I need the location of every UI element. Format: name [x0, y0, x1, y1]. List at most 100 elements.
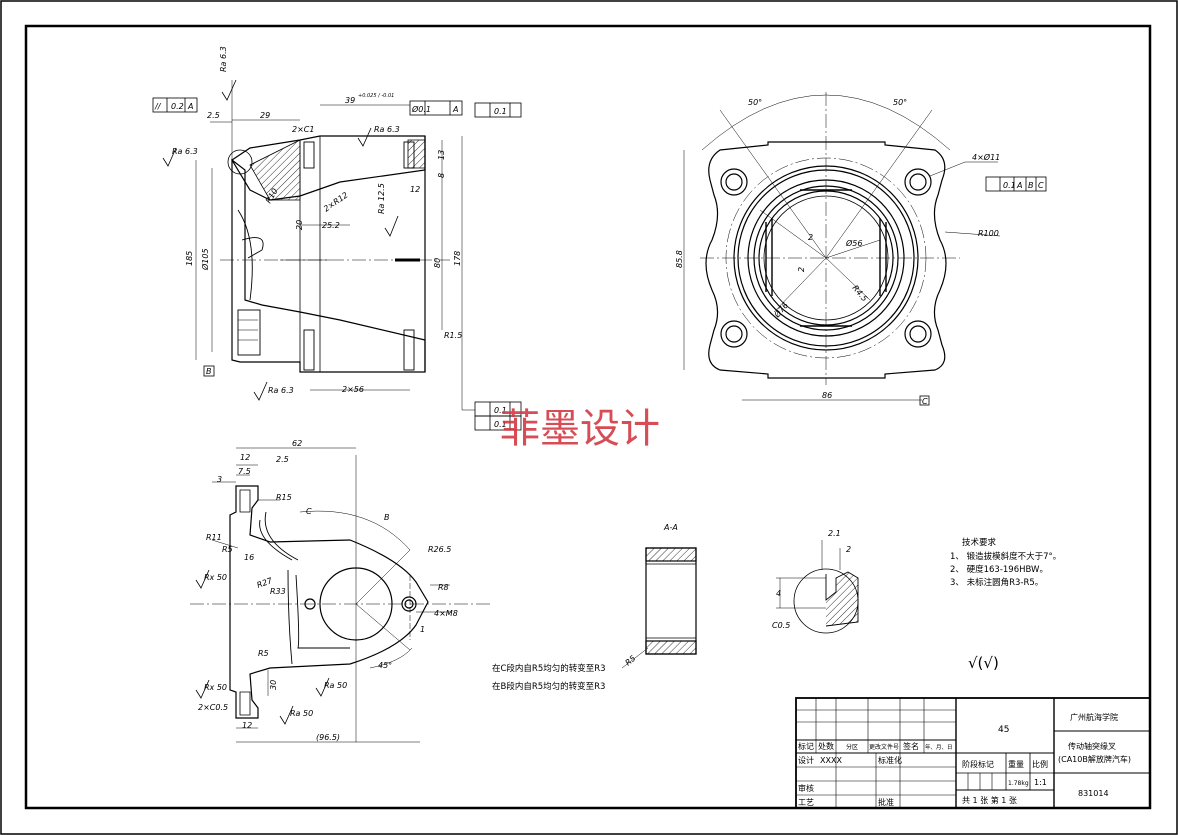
- dim-185: 185: [185, 251, 194, 266]
- tb-process: 工艺: [798, 798, 814, 807]
- dim-29: 29: [260, 111, 270, 120]
- dim-1: 1: [420, 625, 425, 634]
- phi56-label: Ø56: [845, 238, 862, 248]
- r33-label: R33: [270, 587, 286, 596]
- watermark: 菲墨设计: [500, 406, 660, 452]
- dim-39: 39: [345, 96, 355, 105]
- r8-label: R8: [438, 583, 449, 592]
- detail-2: 2: [846, 545, 851, 554]
- position-tolerance: Ø0.1: [411, 104, 431, 114]
- tb-school: 广州航海学院: [1070, 712, 1118, 722]
- tb-count: 处数: [818, 741, 834, 751]
- title-block: [795, 697, 1151, 809]
- dim-39-tol: +0.025 / -0.01: [358, 93, 394, 99]
- r5-label: R5: [222, 545, 233, 554]
- datum-b-label: B: [206, 367, 212, 376]
- inner-border: [24, 24, 1152, 810]
- tb-design-name: XXXX: [820, 756, 842, 765]
- rx50b-label: Rx 50: [204, 683, 227, 692]
- title-block-text: 标记 处数 分区 更改文件号 签名 年、月、日 设计 XXXX 标准化 审核 工…: [798, 712, 1131, 807]
- detail-2-1: 2.1: [828, 529, 841, 538]
- tb-sign: 签名: [903, 741, 919, 751]
- tech-req-3: 3、 未标注圆角R3-R5。: [950, 577, 1043, 588]
- dim-20: 20: [295, 220, 304, 230]
- note-b-segment: 在B段内自R5均匀的转变至R3: [492, 681, 605, 692]
- bottom-perp-value: 0.1: [494, 406, 507, 415]
- dim-7-5: 7.5: [238, 467, 251, 476]
- section-aa: [621, 547, 697, 669]
- dim-16: 16: [244, 553, 254, 562]
- tb-part-sub: (CA10B解放牌汽车): [1058, 754, 1131, 764]
- tb-part-name: 传动轴突缘叉: [1068, 741, 1116, 751]
- chamfer-label: 2×C1: [292, 125, 314, 134]
- dim-phi105: Ø105: [200, 248, 210, 271]
- hole-datum-a: A: [1016, 181, 1022, 190]
- dim-8: 8: [437, 173, 446, 178]
- tb-design: 设计: [798, 755, 814, 765]
- b-label: B: [384, 513, 390, 522]
- dim-12: 12: [240, 453, 250, 462]
- dim-85: 85.8: [675, 250, 684, 268]
- tb-drawing-no: 831014: [1078, 789, 1109, 798]
- dim-13: 13: [437, 150, 446, 160]
- angle-left: 50°: [748, 98, 762, 107]
- tb-standard: 标准化: [878, 755, 902, 765]
- tb-date: 年、月、日: [925, 743, 953, 751]
- dim-30: 30: [269, 680, 278, 690]
- hole-datum-c: C: [1038, 181, 1044, 190]
- parallel-symbol: //: [154, 102, 162, 111]
- tech-req-1: 1、 锻造拔模斜度不大于7°。: [950, 551, 1061, 562]
- top-view: [683, 92, 1047, 406]
- tech-req-title: 技术要求: [962, 537, 997, 548]
- tech-req-2: 2、 硬度163-196HBW。: [950, 564, 1048, 575]
- tb-mark: 标记: [798, 741, 814, 751]
- tb-material: 45: [998, 725, 1009, 735]
- c-label: C: [306, 507, 312, 516]
- tb-sheets: 共 1 张 第 1 张: [962, 795, 1017, 805]
- dim-2: 2: [808, 233, 813, 242]
- tb-stage: 阶段标记: [962, 759, 994, 769]
- dim-86: 86: [822, 391, 832, 400]
- detail-4: 4: [776, 589, 781, 598]
- dim-2-5-side: 2.5: [276, 455, 289, 464]
- tb-review: 审核: [798, 783, 814, 793]
- angle-45: 45°: [378, 661, 392, 670]
- ra-left: Ra 6.3: [172, 147, 198, 156]
- parallel-value: 0.2: [171, 102, 184, 111]
- tb-approve: 批准: [878, 797, 894, 807]
- side-view: [190, 447, 490, 743]
- tb-weight-val: 1.78kg: [1008, 780, 1029, 787]
- ra-mid: Ra 12.5: [377, 183, 386, 214]
- note-c-segment: 在C段内自R5均匀的转变至R3: [492, 663, 606, 674]
- dim-25: 25.2: [322, 221, 340, 230]
- tb-scale: 比例: [1032, 759, 1048, 769]
- front-view: [152, 79, 522, 431]
- detail-view: [776, 540, 859, 634]
- dim-2x56: 2×56: [342, 385, 364, 394]
- front-view-labels: // 0.2 A Ø0.1 A 0.1 0.1 0.1 2.5 29 39 +0…: [154, 46, 507, 429]
- dim-178: 178: [453, 251, 462, 266]
- tech-requirements: 技术要求 1、 锻造拔模斜度不大于7°。 2、 硬度163-196HBW。 3、…: [950, 537, 1061, 588]
- ra50-label: Ra 50: [324, 681, 347, 690]
- rx50-label: Rx 50: [204, 573, 227, 582]
- ra-bottom: Ra 6.3: [268, 386, 294, 395]
- holes-label: 4×Ø11: [972, 152, 1000, 162]
- r5b-label: R5: [258, 649, 269, 658]
- r4-5-label: R4.5: [850, 284, 869, 304]
- dim-62: 62: [292, 439, 302, 448]
- tb-zone: 分区: [846, 743, 858, 751]
- datum-c-bottom: C: [922, 397, 928, 406]
- dim-2xc05: 2×C0.5: [198, 703, 228, 712]
- perp-value: 0.1: [494, 107, 507, 116]
- dim-3: 3: [217, 475, 222, 484]
- hole-datum-b: B: [1028, 181, 1034, 190]
- dim-2xr12: 2×R12: [322, 190, 350, 213]
- detail-labels: 2.1 2 4 C0.5: [772, 529, 851, 630]
- dim-80: 80: [433, 258, 442, 268]
- angle-right: 50°: [893, 98, 907, 107]
- roughness-symbol: √(√): [968, 654, 999, 672]
- datum-a-label: A: [187, 102, 193, 111]
- ra-top: Ra 6.3: [374, 125, 400, 134]
- dim-12: 12: [410, 185, 420, 194]
